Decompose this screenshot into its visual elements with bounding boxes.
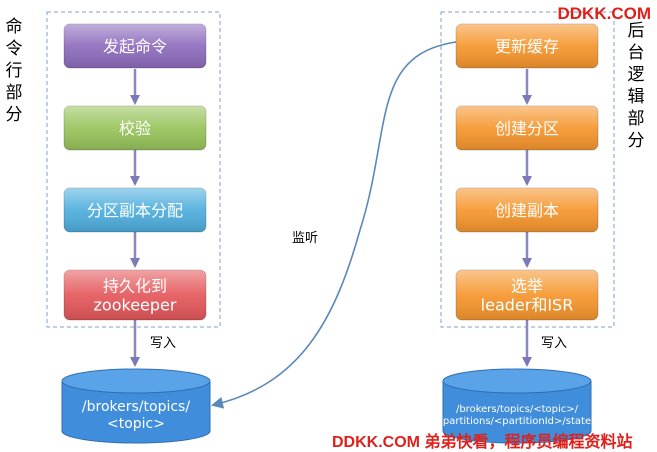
right-section-label: 后台逻辑部分 — [627, 21, 645, 151]
left-write-label: 写入 — [150, 336, 177, 351]
left-step-3-label-1: 分区副本分配 — [87, 201, 183, 220]
right-step-3-label-1: 创建副本 — [495, 201, 559, 220]
left-datastore-line-1: /brokers/topics/ — [81, 398, 191, 415]
right-step-2-label-1: 创建分区 — [495, 119, 559, 138]
left-group-border — [46, 11, 221, 328]
watermark-top: DDKK.COM — [557, 4, 652, 23]
left-step-2: 校验 — [63, 105, 207, 151]
right-step-2-gloss — [456, 106, 598, 150]
right-step-4-gloss — [456, 270, 598, 320]
watch-connector — [211, 41, 457, 409]
left-step-1: 发起命令 — [63, 23, 207, 69]
left-section-label: 命令行部分 — [5, 17, 23, 125]
left-datastore-line-2: <topic> — [107, 416, 165, 432]
right-datastore — [442, 368, 592, 444]
right-datastore-line-2: partitions/<partitionId>/state — [442, 416, 592, 427]
left-datastore-label: /brokers/topics/ <topic> — [62, 394, 210, 438]
left-step-1-label-1: 发起命令 — [103, 37, 167, 56]
left-step-1-gloss — [64, 24, 206, 68]
right-step-1: 更新缓存 — [455, 23, 599, 69]
left-step-2-label-1: 校验 — [119, 119, 151, 138]
right-step-2: 创建分区 — [455, 105, 599, 151]
right-step-1-label-1: 更新缓存 — [495, 37, 559, 56]
left-step-3: 分区副本分配 — [63, 187, 207, 233]
watch-label: 监听 — [292, 231, 319, 246]
left-step-3-gloss — [64, 188, 206, 232]
left-datastore — [61, 368, 211, 444]
right-step-4-label-2: leader和ISR — [481, 296, 574, 315]
right-step-1-gloss — [456, 24, 598, 68]
right-step-3-gloss — [456, 188, 598, 232]
left-step-4-label-2: zookeeper — [94, 296, 177, 315]
watermark-bottom: DDKK.COM 弟弟快看，程序员编程资料站 — [332, 434, 633, 451]
right-datastore-label: /brokers/topics/<topic>/ partitions/<par… — [443, 396, 591, 436]
right-step-4-label-1: 选举 — [511, 277, 543, 296]
right-datastore-line-1: /brokers/topics/<topic>/ — [455, 403, 579, 415]
right-step-3: 创建副本 — [455, 187, 599, 233]
right-write-label: 写入 — [541, 336, 568, 351]
left-step-2-gloss — [64, 106, 206, 150]
left-step-4-label-1: 持久化到 — [103, 277, 167, 296]
left-step-4-gloss — [64, 270, 206, 320]
